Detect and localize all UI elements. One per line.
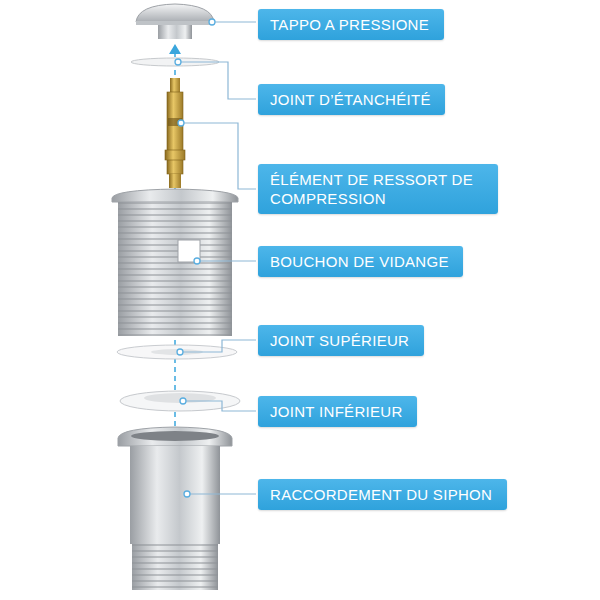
label-box: BOUCHON DE VIDANGE (258, 246, 463, 277)
part-label: RACCORDEMENT DU SIPHON (270, 485, 495, 504)
part-label: JOINT D’ÉTANCHÉITÉ (270, 90, 433, 109)
label-box: JOINT D’ÉTANCHÉITÉ (258, 84, 445, 115)
siphon-connector (118, 427, 232, 590)
spring-cartridge (165, 78, 185, 188)
drain-body (112, 189, 238, 336)
label-box: RACCORDEMENT DU SIPHON (258, 479, 507, 510)
leader-lines (181, 22, 256, 494)
part-label: TAPPO A PRESSIONE (270, 15, 432, 34)
pop-up-cap (136, 4, 214, 39)
label-box: TAPPO A PRESSIONE (258, 9, 444, 40)
label-box: ÉLÉMENT DE RESSORT DE COMPRESSION (258, 164, 498, 214)
label-box: JOINT SUPÉRIEUR (258, 325, 424, 356)
part-label: JOINT SUPÉRIEUR (270, 331, 412, 350)
label-box: JOINT INFÉRIEUR (258, 396, 417, 427)
part-label: JOINT INFÉRIEUR (270, 402, 405, 421)
axis-arrowhead (169, 44, 181, 54)
leader-dots (175, 19, 215, 497)
part-label: ÉLÉMENT DE RESSORT DE COMPRESSION (270, 170, 486, 208)
part-label: BOUCHON DE VIDANGE (270, 252, 451, 271)
